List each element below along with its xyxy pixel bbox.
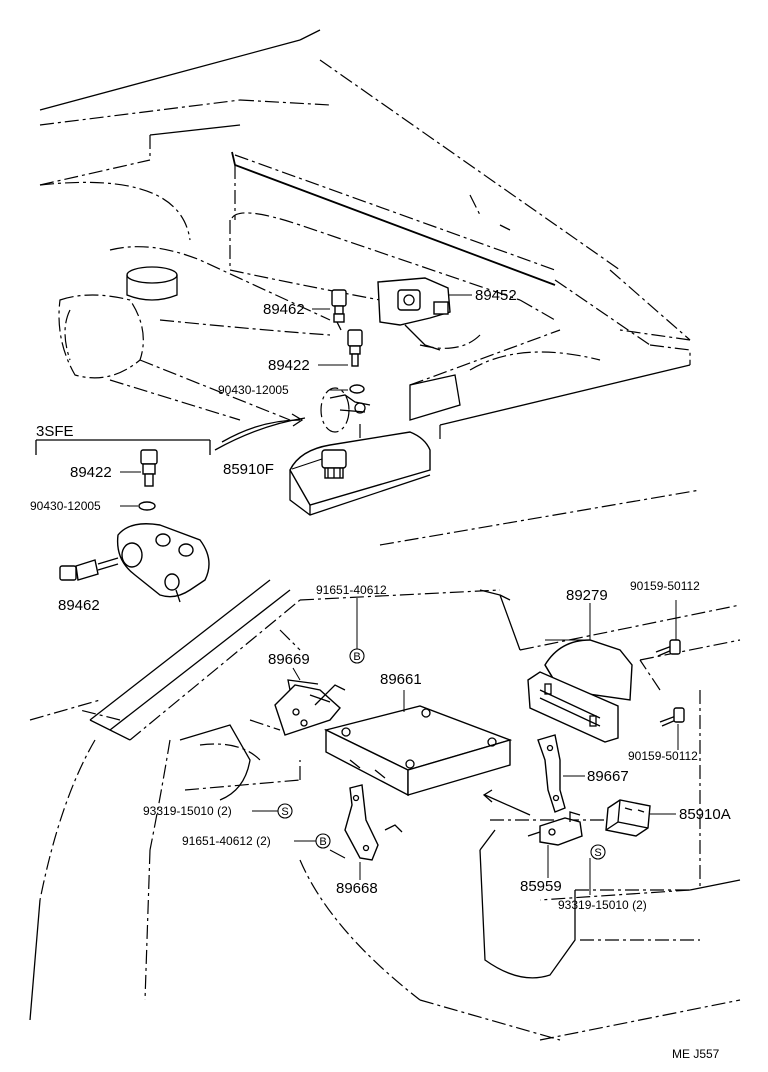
label-89422-top: 89422 [268,357,310,374]
sensor-89422-top [347,329,363,367]
sensor-89462-left [59,557,119,581]
badge-s-left: S [277,803,293,819]
label-91651-left: 91651-40612 (2) [182,834,271,848]
bracket-89668 [344,784,403,861]
label-89462-top: 89462 [263,301,305,318]
gasket-90430-top [349,384,365,394]
leader-85910F [291,458,323,470]
label-90430-top: 90430-12005 [218,383,289,397]
throttle-body [58,246,331,421]
label-93319-right: 93319-15010 (2) [558,898,647,912]
label-85959: 85959 [520,878,562,895]
sensor-89452 [377,277,481,351]
relay-box-85910F [289,420,431,516]
arrow-3sfe-to-fitting [221,419,301,443]
label-89661: 89661 [380,671,422,688]
label-89669: 89669 [268,651,310,668]
label-variant: 3SFE [36,423,74,440]
label-91651-top: 91651-40612 [316,583,387,597]
label-89667: 89667 [587,768,629,785]
leader-89669 [292,667,301,681]
svg-text:B: B [353,651,360,663]
water-outlet-fitting [320,387,371,433]
label-89668: 89668 [336,880,378,897]
label-89452: 89452 [475,287,517,304]
label-90159-top: 90159-50112 [630,579,700,593]
sensor-89462-top [331,289,347,331]
label-85910F: 85910F [223,461,274,478]
sensor-89422-left [140,449,158,487]
relay-85910A [605,799,651,837]
ecu-89661 [323,705,513,797]
label-90430-left: 90430-12005 [30,499,101,513]
screw-90159-top [655,639,681,657]
bracket-89667 [537,734,566,813]
badge-s-right: S [590,844,606,860]
label-85910A: 85910A [679,806,731,823]
engine-bay-outline [39,29,691,440]
label-93319-left: 93319-15010 (2) [143,804,232,818]
variant-bracket [35,439,211,455]
bracket-89669 [274,679,346,736]
screw-90159-mid [659,707,685,727]
label-89462-left: 89462 [58,597,100,614]
footer-code: ME J557 [672,1047,720,1061]
svg-text:S: S [281,806,288,818]
cover-89279 [527,639,633,743]
gasket-90430-left [138,501,156,511]
label-89279: 89279 [566,587,608,604]
bracket-85959 [527,811,583,846]
svg-text:S: S [594,847,601,859]
label-90159-mid: 90159-50112 [628,749,698,763]
svg-text:B: B [319,836,326,848]
water-housing-3sfe [116,523,210,603]
arrow-lower [484,794,531,816]
badge-b-left: B [315,833,331,849]
badge-b-top: B [349,648,365,664]
label-89422-left: 89422 [70,464,112,481]
cabin-outline [29,489,741,1041]
